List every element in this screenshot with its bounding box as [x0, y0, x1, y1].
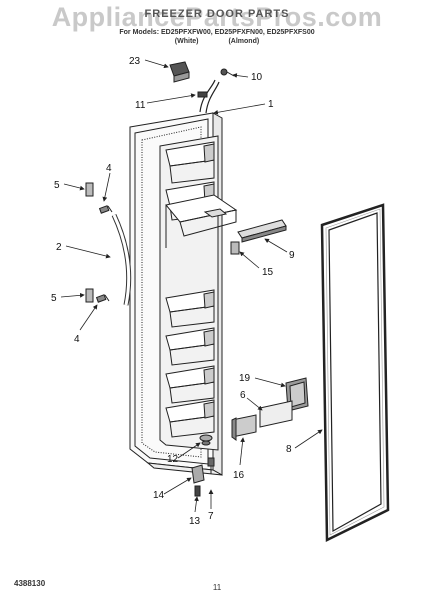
handle-cap-lower: [85, 288, 94, 303]
bin-retainer: [231, 414, 257, 441]
dispenser-clip: [230, 241, 240, 255]
callout-4-lower: 4: [74, 334, 80, 345]
callout-13: 13: [189, 516, 201, 527]
hinge-bracket: [191, 464, 205, 484]
color-legend: (White) (Almond): [0, 38, 434, 45]
callout-15: 15: [262, 267, 274, 278]
callout-4-upper: 4: [106, 163, 112, 174]
callout-5-lower: 5: [51, 293, 57, 304]
callout-14: 14: [153, 490, 165, 501]
callout-6: 6: [240, 390, 246, 401]
page-number: 11: [212, 583, 222, 592]
callout-7: 7: [208, 511, 214, 522]
door-gasket: [320, 203, 390, 542]
wire-harness: [197, 79, 220, 114]
callout-23: 23: [129, 56, 141, 67]
screw-upper: [98, 205, 113, 214]
ice-dispenser-housing: [165, 194, 238, 248]
hinge-cover: [169, 61, 190, 83]
diagram-code: 4388130: [14, 579, 46, 588]
callout-12: 12: [167, 454, 179, 465]
color-almond-label: (Almond): [228, 38, 260, 45]
callout-8: 8: [286, 444, 292, 455]
hinge-bolt: [194, 485, 201, 497]
callout-16: 16: [233, 470, 245, 481]
callout-1: 1: [268, 99, 274, 110]
model-list: For Models: ED25PFXFW00, ED25PFXFN00, ED…: [119, 29, 315, 36]
bin-divider: [259, 400, 293, 428]
hinge-screw: [220, 68, 235, 77]
screw-lower: [95, 294, 110, 303]
callout-11: 11: [135, 100, 146, 111]
door-bin-3: [165, 289, 215, 328]
dispenser-trim: [237, 219, 287, 243]
callout-5-upper: 5: [54, 180, 60, 191]
door-bin-bottom: [165, 399, 215, 438]
lower-hinge-bushing: [199, 434, 213, 446]
door-bin-5: [165, 365, 215, 404]
callout-10: 10: [251, 72, 263, 83]
door-handle: [111, 213, 132, 306]
door-bin-top: [165, 141, 215, 184]
callout-2: 2: [56, 242, 62, 253]
handle-cap-upper: [85, 182, 94, 197]
color-white-label: (White): [174, 38, 199, 45]
site-watermark: AppliancePartsPros.com: [51, 2, 383, 32]
hinge-pin: [207, 457, 215, 474]
door-panel: [129, 112, 238, 476]
callout-9: 9: [289, 250, 295, 261]
diagram-title: FREEZER DOOR PARTS: [144, 8, 290, 20]
callout-19: 19: [239, 373, 251, 384]
door-bin-4: [165, 327, 215, 366]
